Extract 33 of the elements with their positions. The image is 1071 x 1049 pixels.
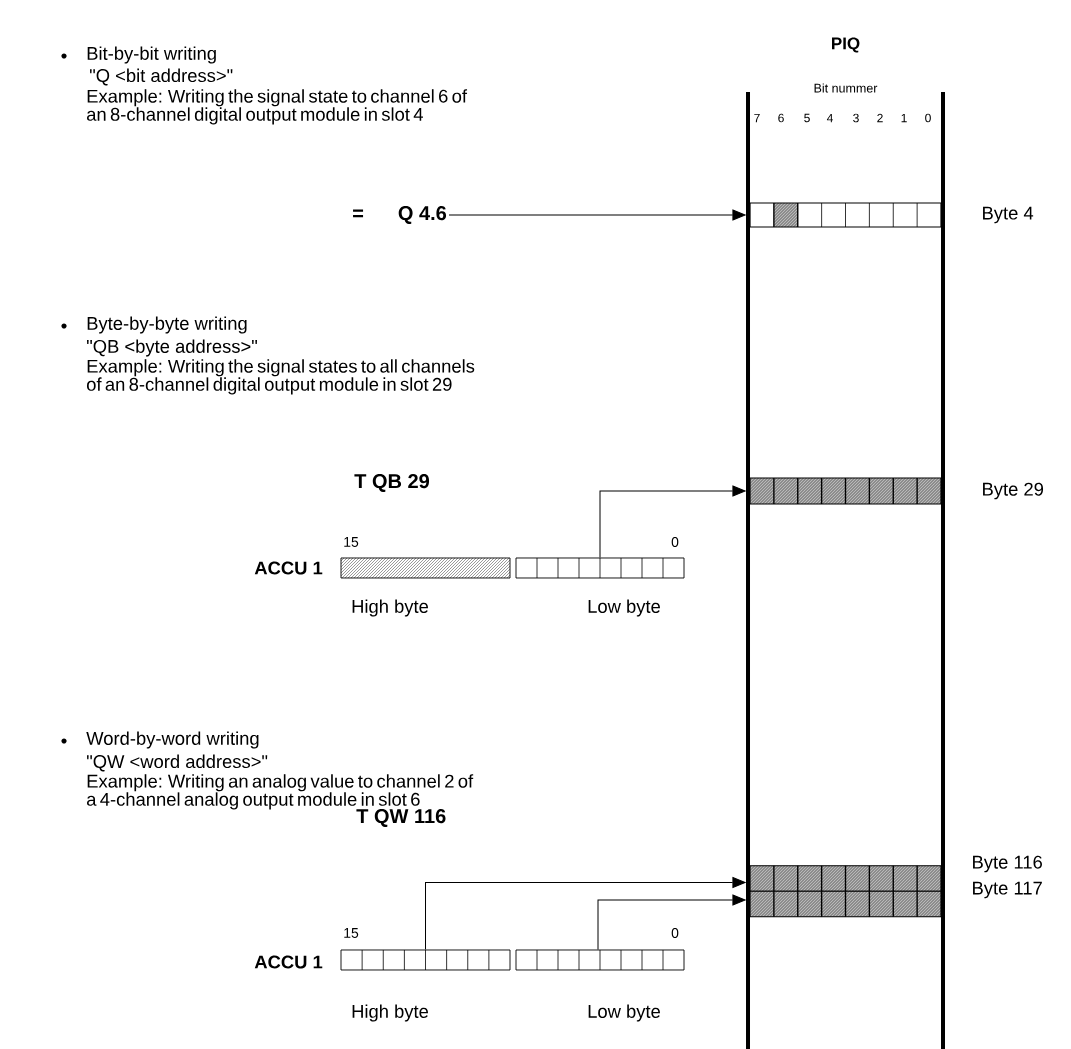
bit-number: 3 [853, 113, 859, 123]
bit-number: 6 [778, 113, 784, 123]
instruction-text: T QB 29 [354, 474, 430, 492]
heading: Bit-by-bit writing [87, 46, 216, 64]
arrow [599, 485, 746, 559]
byte-row: Byte 29 [749, 477, 1044, 505]
bit-number: 1 [901, 113, 907, 123]
byte-label: High byte [352, 599, 428, 617]
bit-number: 5 [804, 113, 810, 123]
byte-box [515, 557, 685, 579]
byte-row: Byte 4 [749, 202, 1034, 228]
byte-label: High byte [352, 1004, 428, 1022]
byte-box [340, 557, 511, 579]
example-text: Example: Writing the signal states to all channels of an 8-channel digital output module in slot 29 [87, 359, 475, 395]
arrow [448, 209, 746, 221]
command-syntax: "QB <byte address>" [87, 339, 257, 357]
arrow [425, 877, 746, 951]
byte-box [340, 949, 511, 971]
byte-row: Byte 117 [749, 881, 1042, 918]
instruction-text: T QW 116 [356, 809, 446, 827]
bit-number: 7 [754, 113, 760, 123]
heading: Word-by-word writing [86, 731, 259, 749]
bit-number: 2 [877, 113, 883, 123]
bit-number: 0 [925, 113, 931, 123]
instruction-text: = Q 4.6 [353, 206, 447, 224]
example-text: Example: Writing the signal state to channel 6 of an 8-channel digital output module in slot 4 [87, 89, 468, 125]
heading: Byte-by-byte writing [87, 316, 247, 334]
example-text: Example: Writing an analog value to channel 2 of a 4-channel analog output module in slot 6 [87, 774, 474, 810]
command-syntax: "Q <bit address>" [90, 68, 233, 86]
arrow [597, 894, 746, 951]
command-syntax: "QW <word address>" [87, 754, 268, 772]
bit-number: 4 [826, 113, 833, 123]
byte-box [515, 949, 685, 971]
